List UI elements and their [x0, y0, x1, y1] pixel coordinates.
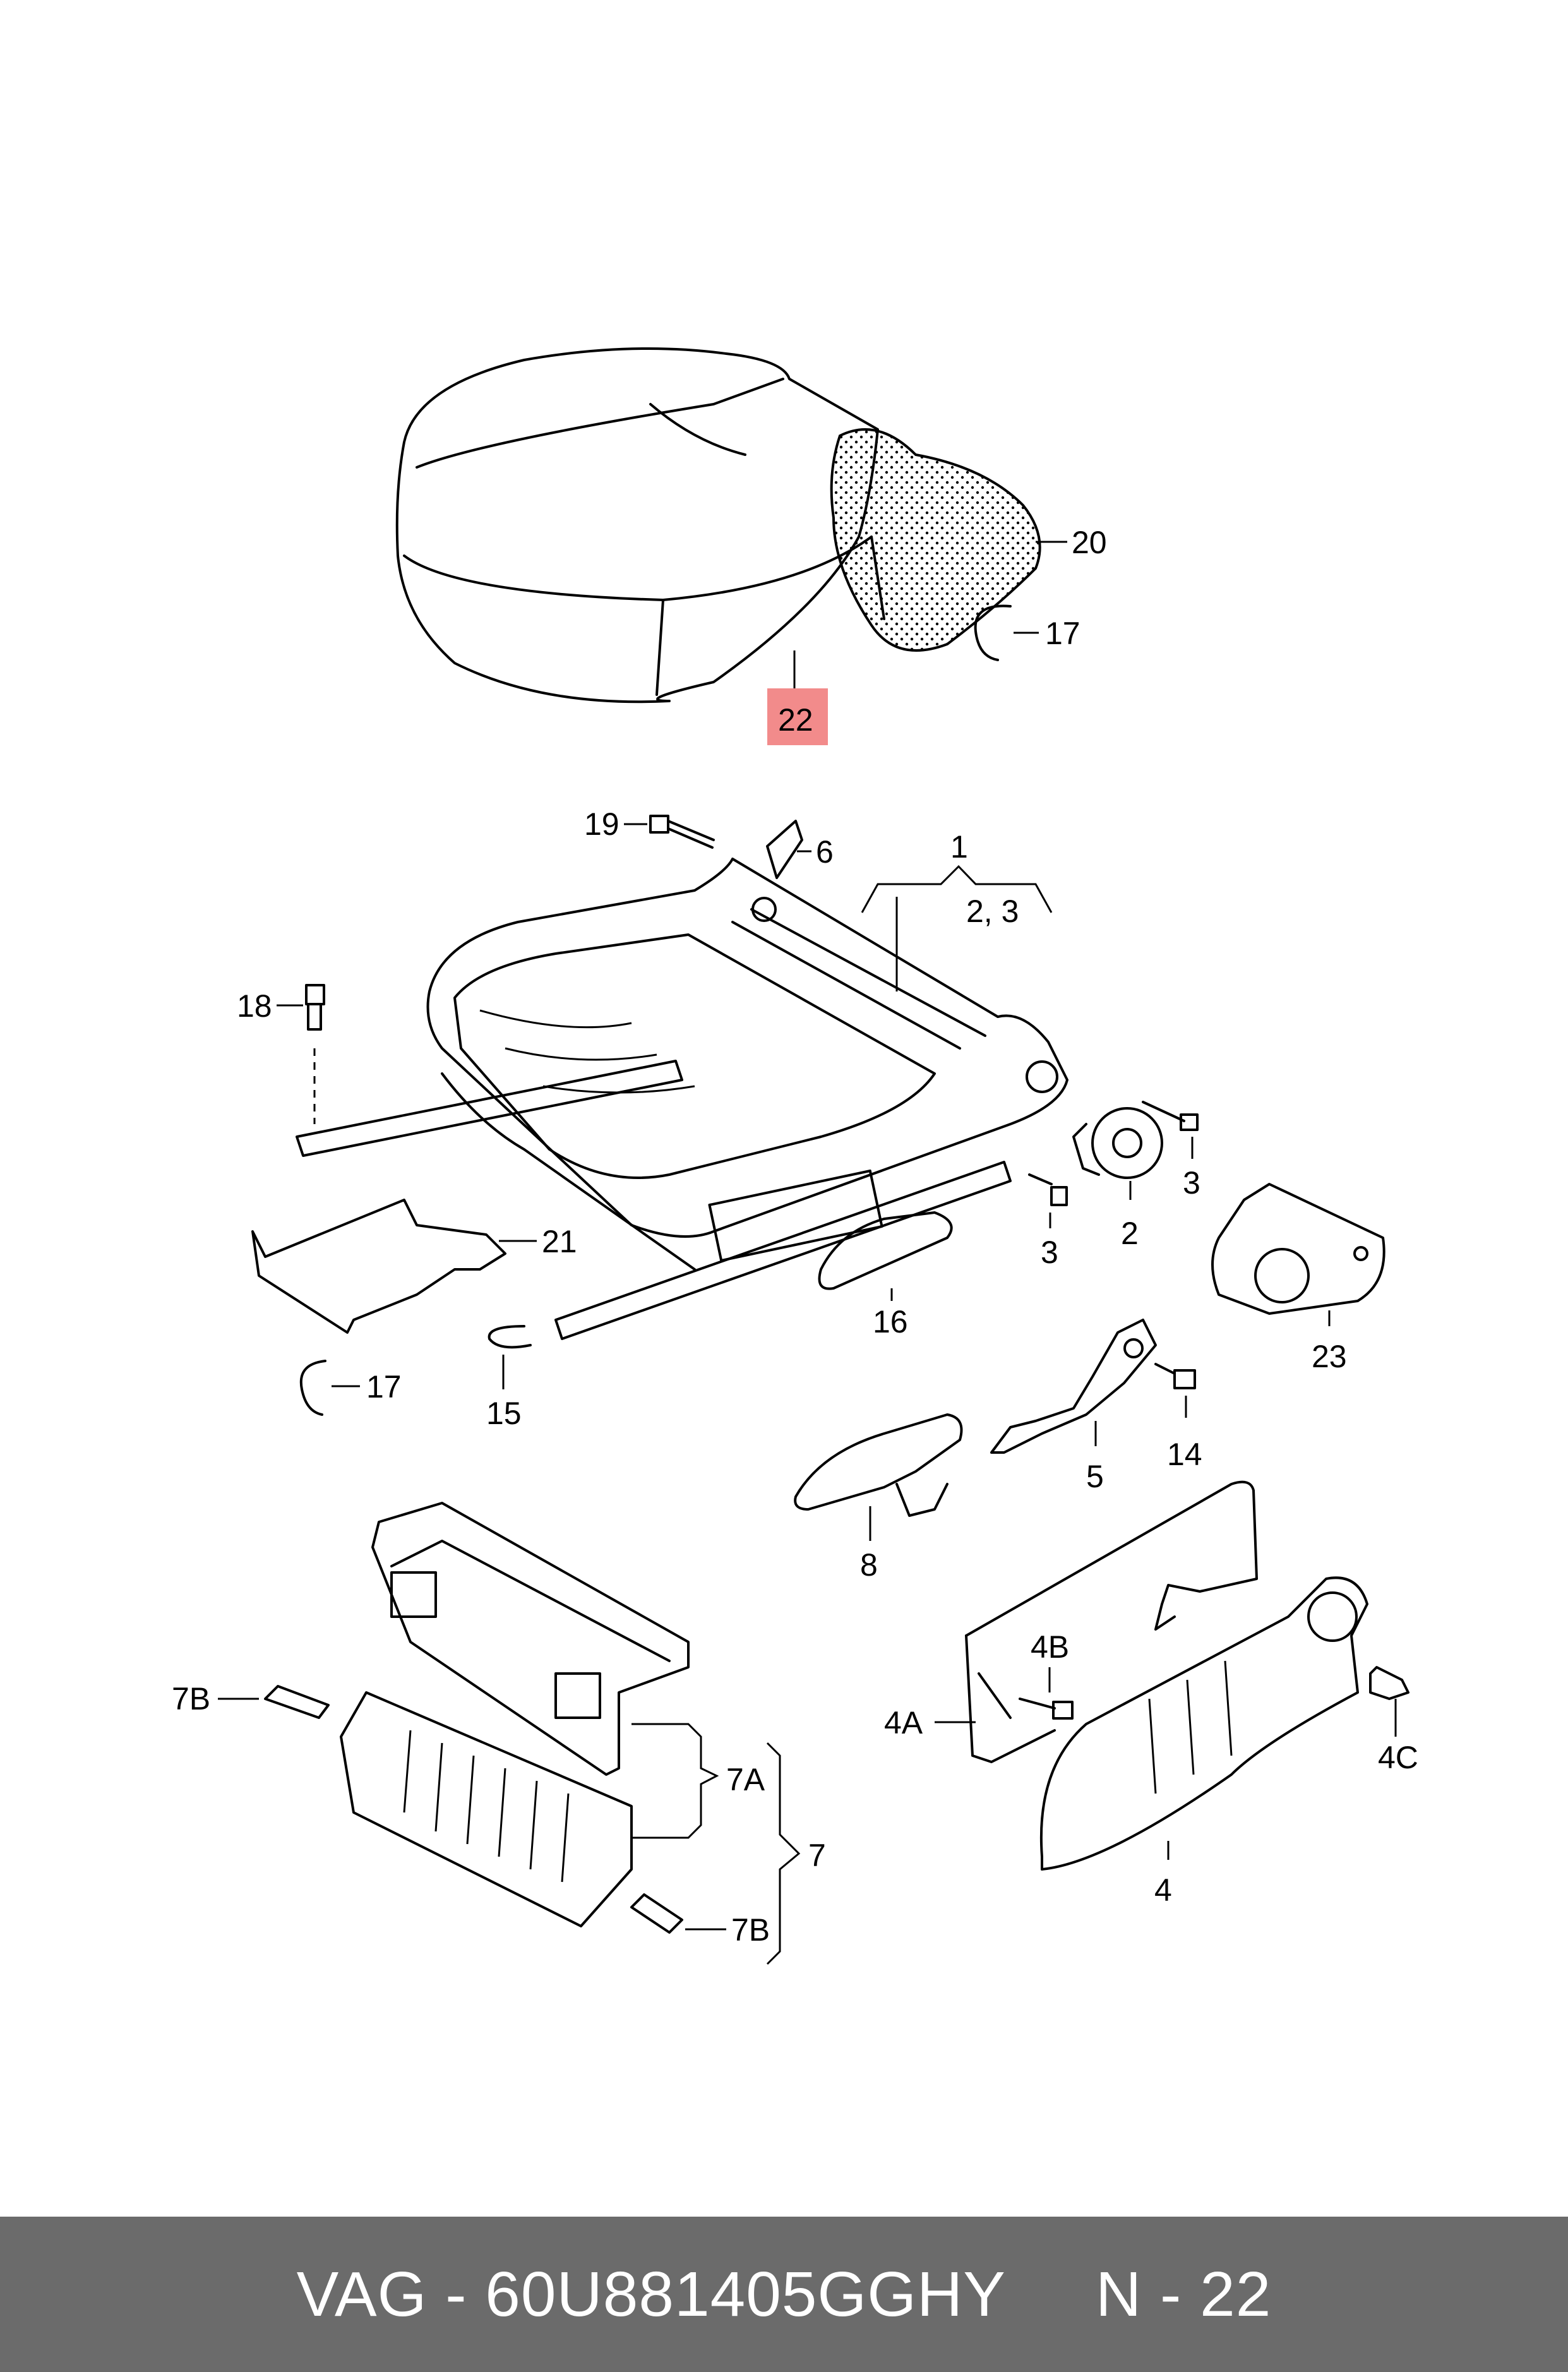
callout-6: 6 — [816, 834, 834, 870]
callout-3-left: 3 — [1041, 1235, 1058, 1270]
part-5-lever: 5 — [990, 1319, 1157, 1494]
part-7-tray — [340, 1502, 690, 1927]
part-22-highlight: 22 — [767, 650, 828, 745]
callout-7: 7 — [808, 1838, 826, 1873]
part-3-screw-left: 3 — [1028, 1173, 1068, 1270]
part-4-side-trim: 4 — [1039, 1576, 1368, 1908]
callout-21: 21 — [542, 1224, 577, 1259]
callout-4C: 4C — [1378, 1740, 1418, 1775]
callout-3-right: 3 — [1183, 1165, 1200, 1201]
callout-17-upper: 17 — [1045, 616, 1080, 651]
callout-14: 14 — [1167, 1437, 1202, 1472]
footer-bar: VAG - 60U881405GGHY N - 22 — [0, 2217, 1568, 2372]
callout-15: 15 — [486, 1396, 522, 1431]
part-20-foam-pad: 20 — [1036, 525, 1107, 560]
callout-18: 18 — [237, 988, 272, 1024]
callout-2: 2 — [1121, 1216, 1139, 1251]
part-number-caption: VAG - 60U881405GGHY N - 22 — [296, 2258, 1272, 2330]
callout-16: 16 — [873, 1304, 908, 1339]
part-17-clip-lower: 17 — [299, 1360, 402, 1416]
part-4A-wire: 4A — [884, 1480, 1258, 1763]
callout-17-lower: 17 — [366, 1369, 402, 1405]
callout-20: 20 — [1072, 525, 1107, 560]
part-3-screw-right: 3 — [1142, 1101, 1200, 1201]
callout-23: 23 — [1312, 1339, 1347, 1374]
callout-2-3: 2, 3 — [966, 894, 1019, 929]
callout-22-box — [767, 688, 828, 745]
part-21-plate: 21 — [251, 1199, 577, 1334]
part-7-leaders: 7A 7 — [631, 1723, 826, 1965]
part-7B-clip-right: 7B — [630, 1893, 770, 1948]
callout-7A: 7A — [726, 1762, 765, 1797]
part-23-cover: 23 — [1211, 1183, 1385, 1374]
part-17-clip-upper: 17 — [974, 604, 1080, 661]
part-18-screw: 18 — [237, 984, 325, 1124]
callout-1: 1 — [950, 829, 968, 865]
callout-7B-right: 7B — [731, 1912, 770, 1948]
callout-4: 4 — [1154, 1872, 1172, 1908]
seat-cushion-cover — [395, 347, 1041, 704]
part-16-handle-cover: 16 — [818, 1211, 953, 1339]
part-4C-clip: 4C — [1369, 1666, 1418, 1775]
callout-7B-left: 7B — [172, 1681, 210, 1716]
part-8-handle: 8 — [794, 1413, 963, 1583]
part-6-bracket: 6 — [766, 820, 834, 879]
callout-8: 8 — [860, 1547, 878, 1583]
parts-diagram: 20 17 22 1 2, 3 19 6 — [172, 347, 1418, 1965]
part-14-bolt: 14 — [1154, 1363, 1202, 1472]
part-15-clip: 15 — [486, 1325, 532, 1431]
part-7B-clip-left: 7B — [172, 1681, 330, 1719]
part-4B-screw: 4B — [1019, 1629, 1074, 1720]
callout-22: 22 — [778, 702, 813, 738]
callout-5: 5 — [1086, 1459, 1104, 1494]
part-19-bolt: 19 — [584, 806, 715, 849]
callout-19: 19 — [584, 806, 619, 842]
seat-frame — [296, 858, 1068, 1340]
callout-4A: 4A — [884, 1705, 923, 1740]
callout-4B: 4B — [1031, 1629, 1069, 1665]
part-2-recliner: 2 — [1072, 1107, 1163, 1251]
part-1-leaders: 1 2, 3 — [861, 829, 1053, 991]
